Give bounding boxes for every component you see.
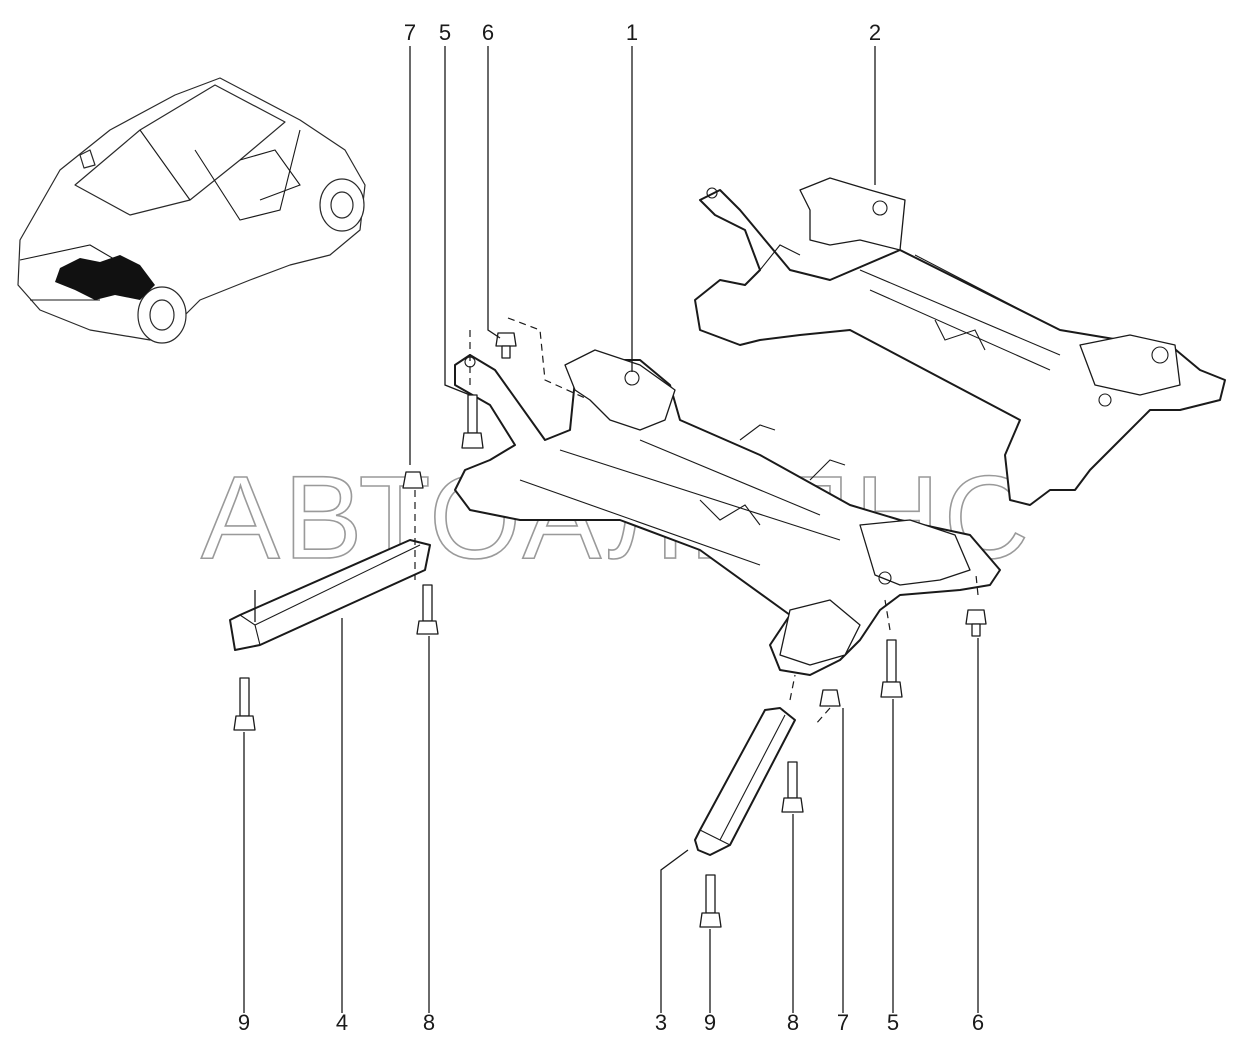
callout-bottom-9-left: 9 [238, 1010, 250, 1035]
callout-bottom-5: 5 [887, 1010, 899, 1035]
fastener-nut-7-left [402, 471, 424, 489]
car-locator-illustration [17, 77, 366, 344]
part-2-subframe-assembly [694, 177, 1226, 506]
fastener-bolt-8-left [416, 584, 439, 635]
fastener-nut-7-right [819, 689, 841, 707]
fastener-bolt-6-right [965, 609, 987, 637]
callout-bottom-8-right: 8 [787, 1010, 799, 1035]
callout-bottom-9-right: 9 [704, 1010, 716, 1035]
callout-top-2: 2 [869, 20, 881, 45]
callout-top-1: 1 [626, 20, 638, 45]
callout-bottom-7: 7 [837, 1010, 849, 1035]
part-1-subframe [454, 349, 1001, 676]
callout-bottom-4: 4 [336, 1010, 348, 1035]
callout-bottom-6: 6 [972, 1010, 984, 1035]
alignment-lines [414, 317, 979, 726]
fastener-bolt-8-right [781, 761, 804, 813]
callout-top-5: 5 [439, 20, 451, 45]
part-3-right-brace [694, 707, 796, 856]
fastener-bolt-9-left [233, 677, 256, 731]
fastener-bolt-9-right [699, 874, 722, 928]
fastener-bolt-5-right [880, 639, 903, 698]
leader-lines [243, 46, 979, 1013]
callout-top-6: 6 [482, 20, 494, 45]
callout-bottom-3: 3 [655, 1010, 667, 1035]
fastener-bolt-6-left [495, 332, 517, 359]
part-4-left-brace [229, 539, 431, 651]
fastener-bolt-5-left [461, 394, 484, 449]
callout-bottom-8-left: 8 [423, 1010, 435, 1035]
callout-top-7: 7 [404, 20, 416, 45]
